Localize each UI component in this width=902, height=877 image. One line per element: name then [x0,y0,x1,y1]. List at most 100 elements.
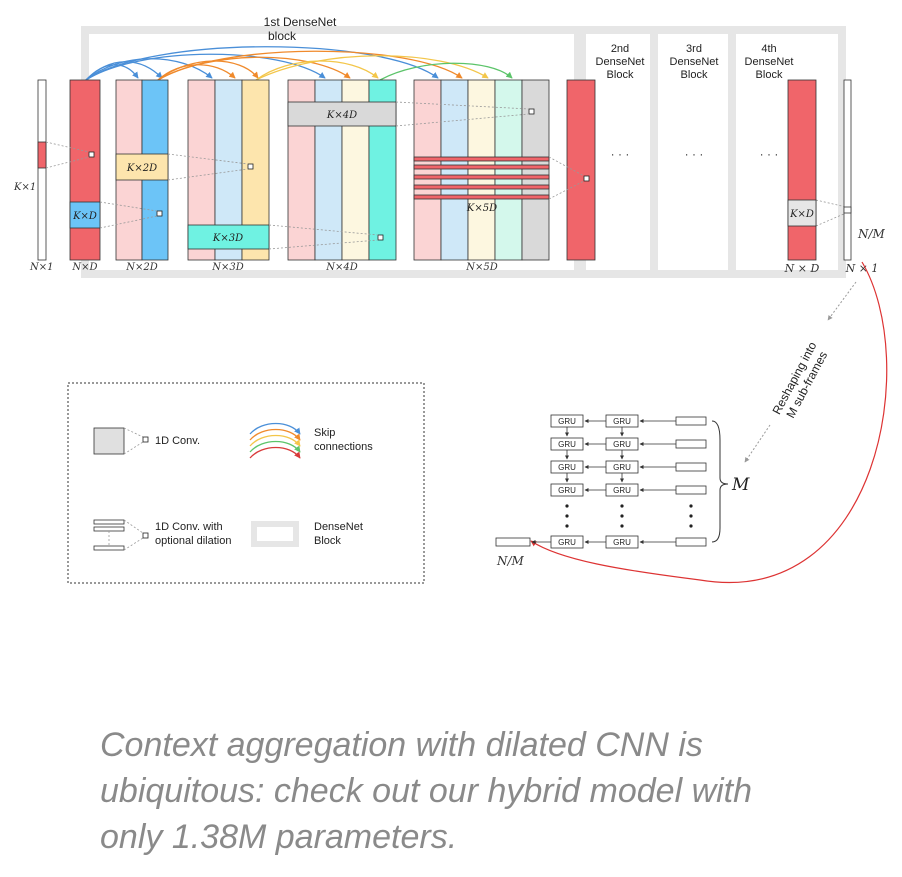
gru-label: GRU [558,440,576,449]
legend-dilated-label-line1: 1D Conv. with [155,521,223,533]
gru-label: GRU [558,417,576,426]
label-k-x-3d: K×3D [212,233,243,244]
skip-arc [255,55,489,81]
legend-conv-icon [93,427,125,455]
gru-label: GRU [613,538,631,547]
conv-point [377,234,384,241]
input-vector [37,79,47,261]
output-vector [843,79,852,261]
label-n-x-d: N×D [71,262,97,273]
label-n-x-3d: N×3D [211,262,244,273]
kernel-k-x-2d [115,153,169,181]
subframe [675,537,707,547]
label-n-over-m-top: N/M [857,227,886,241]
legend-densenet-label-line2: Block [314,535,341,547]
conv-projection-lines [45,101,847,250]
subframe [675,485,707,495]
final-n-x-d [787,79,817,261]
label-k-x-4d: K×4D [326,110,357,121]
legend-conv-label: 1D Conv. [155,435,200,447]
legend-skip-icon [249,422,301,459]
densenet-block-4-frame [728,26,846,278]
reshape-arrow-bottom [744,424,771,463]
caption-line-2: ubiquitous: check out our hybrid model w… [100,772,753,810]
final-kernel-k-x-d [787,199,817,227]
layer-n-x-5d-b [440,79,469,261]
label-m: M [731,475,750,495]
layer-n-x-5d-d [494,79,523,261]
label-k-x-d-final: K×D [789,209,814,220]
legend-dilated-label-line2: optional dilation [155,535,231,547]
legend-conv-point [142,436,149,443]
layer-n-x-d [69,79,101,261]
layer-n-x-5d-c [467,79,496,261]
subframe [675,439,707,449]
ellipsis: · · · [611,147,630,161]
gru-vertical-dots [565,504,693,528]
layer-n-x-5d-e [521,79,550,261]
skip-arc [379,62,513,81]
block-1-title-line1: 1st DenseNet [264,15,337,29]
label-n-x-1-in: N×1 [29,262,54,273]
gru-horizontal-arrows [531,419,676,544]
gru-output-vector [495,537,531,547]
conv-point [583,175,590,182]
gru-grid: GRU GRU GRU GRU GRU GRU GRU GRU GRU GRU [495,414,750,568]
block-2-title-line1: 2nd [611,43,629,55]
block-3-title-line1: 3rd [686,43,702,55]
legend-skip-label-line2: connections [314,441,373,453]
skip-arc [85,53,326,81]
ellipsis: · · · [760,147,779,161]
output-vector-segment [843,206,852,214]
legend-densenet-label-line1: DenseNet [314,521,363,533]
red-connection-curve [530,261,888,583]
label-n-over-m-bottom: N/M [496,554,525,568]
reshape-label-group: Reshaping into M sub-frames [769,339,830,420]
m-brace [711,420,729,543]
skip-arc [157,50,463,81]
legend-box [67,382,425,584]
ellipsis: · · · [685,147,704,161]
gru-label: GRU [613,440,631,449]
gru-cell [550,483,584,497]
block-2-title-line2: DenseNet [596,56,645,68]
gru-label: GRU [558,486,576,495]
kernel-k-x-4d [287,101,397,127]
block-1-title-line2: block [268,29,297,43]
legend-dilated-point [142,532,149,539]
gru-label: GRU [613,463,631,472]
label-n-x-4d: N×4D [325,262,358,273]
skip-arc [157,60,259,81]
dilated-kernel-k-x-5d [413,156,550,200]
label-k-x-d: K×D [72,211,97,222]
conv-point [88,151,95,158]
gru-label: GRU [558,463,576,472]
label-n-x-5d: N×5D [465,262,498,273]
gru-vertical-arrows [565,427,624,483]
subframe [675,462,707,472]
caption-line-3: only 1.38M parameters. [100,818,458,856]
caption-line-1: Context aggregation with dilated CNN is [100,726,703,764]
gru-label: GRU [613,486,631,495]
label-n-x-2d: N×2D [125,262,158,273]
label-n-x-1-out: N × 1 [845,262,879,275]
conv-point [528,108,535,115]
block-2-title-line3: Block [607,69,634,81]
legend-dilated-icon [93,519,125,551]
block-1-output [566,79,596,261]
block-3-title-line3: Block [681,69,708,81]
block-4-title-line2: DenseNet [745,56,794,68]
block-4-title-line1: 4th [761,43,776,55]
block-4-title-line3: Block [756,69,783,81]
legend-skip-label-line1: Skip [314,427,335,439]
skip-arc [85,46,439,81]
label-k-x-1: K×1 [13,182,36,193]
conv-point [247,163,254,170]
legend-densenet-icon [251,521,299,547]
conv-point [156,210,163,217]
reshape-arrow-top [827,281,857,321]
block-3-title-line2: DenseNet [670,56,719,68]
gru-label: GRU [558,538,576,547]
